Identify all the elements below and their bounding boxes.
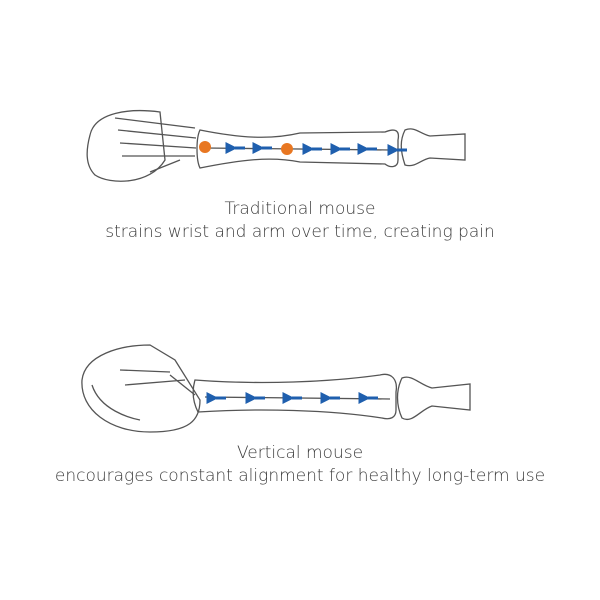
hand-bones (119, 369, 196, 396)
upper-arm-bone (396, 376, 471, 421)
wrist-pain-point (199, 141, 211, 153)
vertical-mouse-illustration (81, 344, 471, 433)
traditional-description: strains wrist and arm over time, creatin… (105, 222, 495, 242)
forearm-bones (192, 373, 398, 420)
vertical-title: Vertical mouse (236, 443, 364, 463)
traditional-mouse-illustration (86, 109, 466, 182)
traditional-title: Traditional mouse (224, 199, 376, 219)
flat-mouse (86, 109, 166, 182)
forearm-bones (196, 129, 400, 169)
forearm-pain-point (281, 143, 293, 155)
hand-bones (114, 117, 197, 173)
vertical-description: encourages constant alignment for health… (54, 466, 546, 486)
upper-arm-bone (400, 128, 466, 167)
traditional-arrows (225, 142, 407, 156)
vertical-mouse (81, 344, 201, 433)
